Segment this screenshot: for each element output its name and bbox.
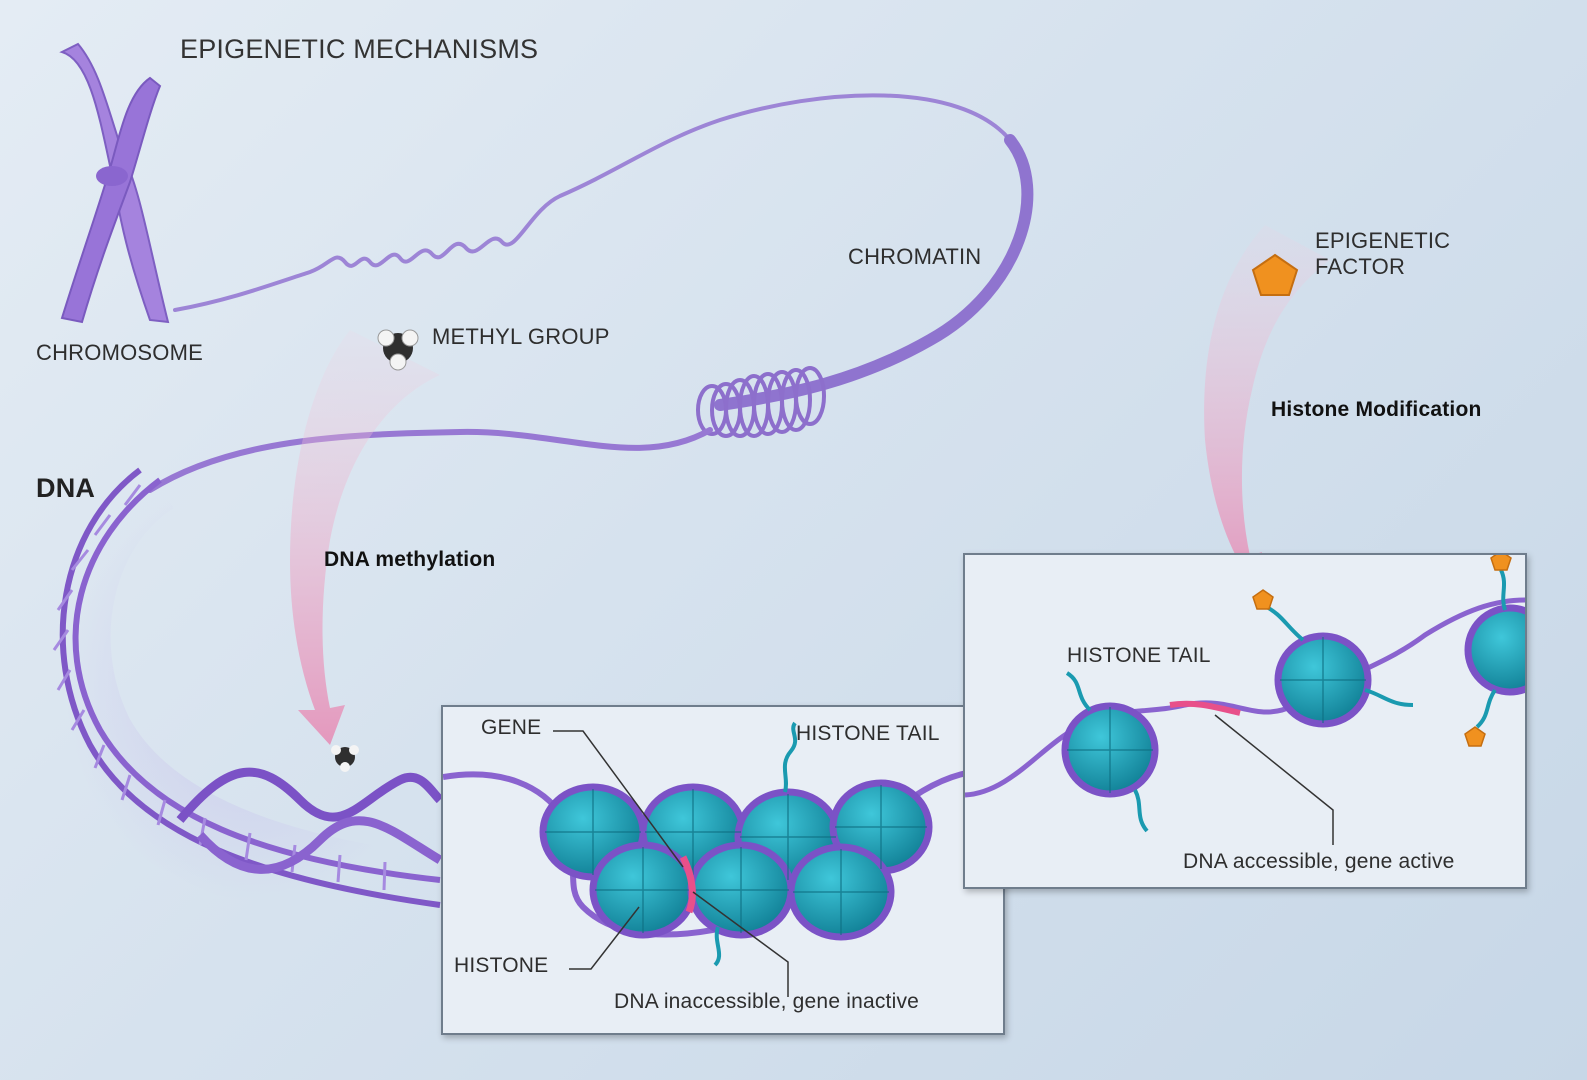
histone-label: HISTONE xyxy=(454,954,549,977)
histone-modification-arrow xyxy=(1204,225,1330,588)
open-nucleosomes xyxy=(964,550,1556,845)
diagram-title: EPIGENETIC MECHANISMS xyxy=(180,34,539,64)
histone-modification-label: Histone Modification xyxy=(1271,398,1482,421)
gene-active-panel xyxy=(963,550,1556,889)
dna-label: DNA xyxy=(36,473,96,503)
epigenetic-factor-label-line2: FACTOR xyxy=(1315,254,1406,279)
chromosome-label: CHROMOSOME xyxy=(36,340,203,365)
dna-accessible-label: DNA accessible, gene active xyxy=(1183,850,1455,873)
dna-methylation-arrow xyxy=(290,330,440,745)
dna-methylation-label: DNA methylation xyxy=(324,548,496,571)
chromatin-fiber xyxy=(147,93,1034,493)
methyl-group-on-dna-icon xyxy=(331,745,359,772)
epigenetic-factor-label-line1: EPIGENETIC xyxy=(1315,228,1451,253)
dna-helix xyxy=(20,431,445,945)
chromatin-label: CHROMATIN xyxy=(848,244,982,269)
methyl-group-label: METHYL GROUP xyxy=(432,324,610,349)
epigenetic-factor-pentagon-icon xyxy=(1251,253,1299,296)
gene-label: GENE xyxy=(481,716,542,739)
histone-tail-label-active: HISTONE TAIL xyxy=(1067,644,1211,667)
condensed-nucleosomes xyxy=(442,721,1004,997)
gene-inactive-panel xyxy=(441,705,1005,1035)
methyl-group-molecule-icon xyxy=(377,329,419,371)
chromosome xyxy=(59,42,170,324)
dna-inaccessible-label: DNA inaccessible, gene inactive xyxy=(614,990,920,1013)
histone-tail-label-inactive: HISTONE TAIL xyxy=(796,722,940,745)
